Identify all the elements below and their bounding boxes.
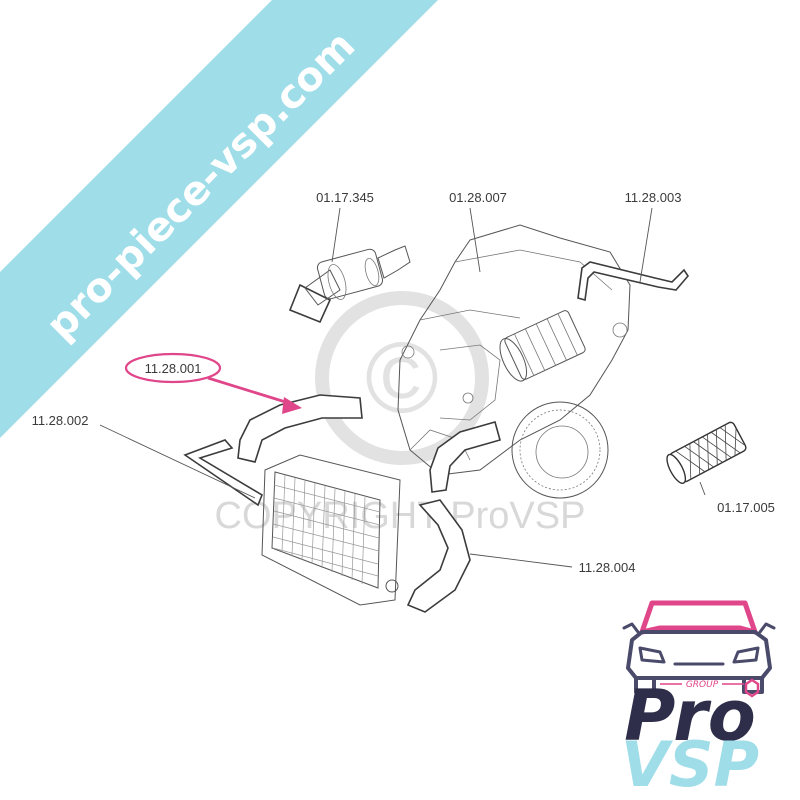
logo-pro-text: Pro bbox=[624, 675, 756, 757]
car-outline-icon bbox=[622, 600, 776, 694]
provsp-logo: GROUP Pro VSP bbox=[621, 600, 776, 800]
hose-11-28-001 bbox=[237, 394, 363, 463]
hose-11-28-004-lower bbox=[406, 499, 471, 613]
arrow-head-icon bbox=[282, 397, 302, 414]
banner-ribbon bbox=[0, 0, 438, 438]
highlight-arrow bbox=[124, 352, 302, 414]
logo-group-text: GROUP bbox=[686, 680, 719, 690]
watermark: © COPYRIGHT ProVSP bbox=[215, 291, 586, 537]
part-label-11-28-004: 11.28.004 bbox=[579, 560, 636, 575]
part-label-11-28-001: 11.28.001 bbox=[145, 361, 202, 376]
watermark-symbol: © bbox=[365, 322, 439, 434]
part-label-11-28-002: 11.28.002 bbox=[32, 413, 89, 428]
watermark-circle-icon bbox=[315, 291, 489, 465]
part-label-01-28-007: 01.28.007 bbox=[449, 190, 507, 205]
thermostat-part-drawing bbox=[288, 245, 411, 324]
leader-lines bbox=[99, 207, 706, 568]
filter-sleeve-drawing bbox=[666, 421, 747, 485]
engine-block-drawing bbox=[397, 224, 631, 499]
hose-11-28-004 bbox=[429, 421, 501, 493]
logo-vsp-text: VSP bbox=[621, 728, 759, 800]
logo-hexagon-icon bbox=[744, 678, 760, 698]
hose-11-28-003 bbox=[577, 261, 690, 302]
watermark-text: COPYRIGHT ProVSP bbox=[215, 495, 586, 537]
part-label-01-17-005: 01.17.005 bbox=[717, 500, 775, 515]
radiator-drawing bbox=[261, 454, 401, 606]
hose-11-28-002 bbox=[183, 439, 263, 507]
part-label-01-17-345: 01.17.345 bbox=[316, 190, 374, 205]
highlight-oval bbox=[124, 352, 222, 384]
part-label-11-28-003: 11.28.003 bbox=[625, 190, 682, 205]
